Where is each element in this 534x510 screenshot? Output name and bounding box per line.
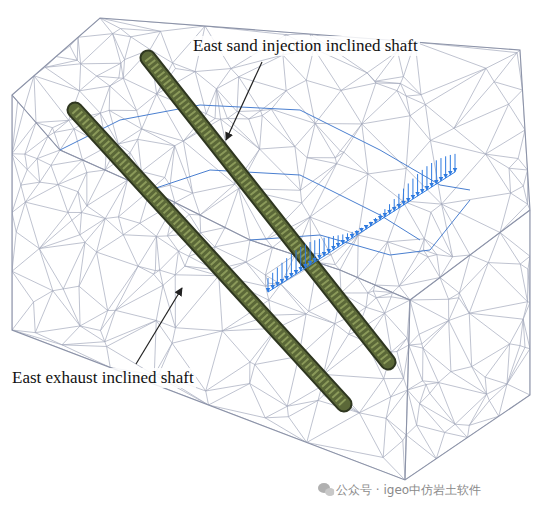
watermark: 公众号 · igeo中仿岩土软件 — [334, 482, 483, 498]
wechat-icon — [318, 483, 335, 496]
load-arrow — [356, 230, 357, 235]
load-arrow — [272, 273, 273, 289]
load-arrow — [422, 170, 423, 193]
load-arrow — [296, 250, 297, 274]
mesh-lines — [12, 95, 410, 480]
load-arrow — [268, 278, 269, 292]
load-arrow — [328, 237, 329, 253]
load-arrow — [431, 163, 432, 187]
load-arrow — [366, 225, 367, 229]
load-arrows — [268, 154, 455, 292]
load-arrow — [450, 155, 451, 175]
load-arrow — [310, 242, 311, 265]
load-arrow — [389, 204, 390, 214]
load-arrow — [445, 156, 446, 178]
shaft-label: East exhaust inclined shaft — [10, 368, 196, 388]
load-arrow — [282, 263, 283, 283]
inclined-shafts — [75, 58, 388, 404]
load-arrow — [412, 179, 413, 199]
load-arrow — [324, 238, 325, 256]
load-arrow — [347, 233, 348, 241]
load-arrow — [314, 240, 315, 262]
shaft-label: East sand injection inclined shaft — [191, 36, 420, 56]
mesh-lines — [12, 18, 530, 300]
terrain-lines — [60, 105, 470, 255]
shaft-body — [75, 110, 344, 404]
mesh-front — [12, 95, 410, 480]
shaft-texture — [75, 110, 344, 404]
load-arrow — [394, 199, 395, 211]
load-arrow — [277, 268, 278, 286]
load-arrow — [426, 166, 427, 190]
load-arrow — [361, 228, 362, 232]
load-arrow — [286, 258, 287, 280]
load-arrow — [352, 232, 353, 238]
mesh-top — [12, 18, 530, 300]
load-arrow — [408, 183, 409, 202]
load-arrow — [300, 247, 301, 271]
leader-lines — [136, 62, 262, 364]
load-arrow — [342, 234, 343, 244]
load-arrow — [305, 244, 306, 268]
block-outline — [12, 18, 530, 480]
leader-line — [136, 288, 182, 364]
load-arrow — [403, 189, 404, 205]
load-arrow — [291, 254, 292, 277]
load-arrow — [398, 194, 399, 208]
load-arrow — [319, 239, 320, 259]
shaft-outline — [75, 110, 344, 404]
load-arrow — [436, 160, 437, 184]
load-arrow — [455, 154, 456, 172]
load-arrow — [370, 222, 371, 226]
load-arrow — [338, 235, 339, 247]
leader-line — [226, 62, 262, 140]
load-arrow — [375, 218, 376, 223]
load-arrow — [440, 158, 441, 181]
load-arrow — [384, 209, 385, 217]
load-arrow — [380, 214, 381, 220]
load-arrow — [333, 236, 334, 250]
load-arrow — [417, 174, 418, 196]
